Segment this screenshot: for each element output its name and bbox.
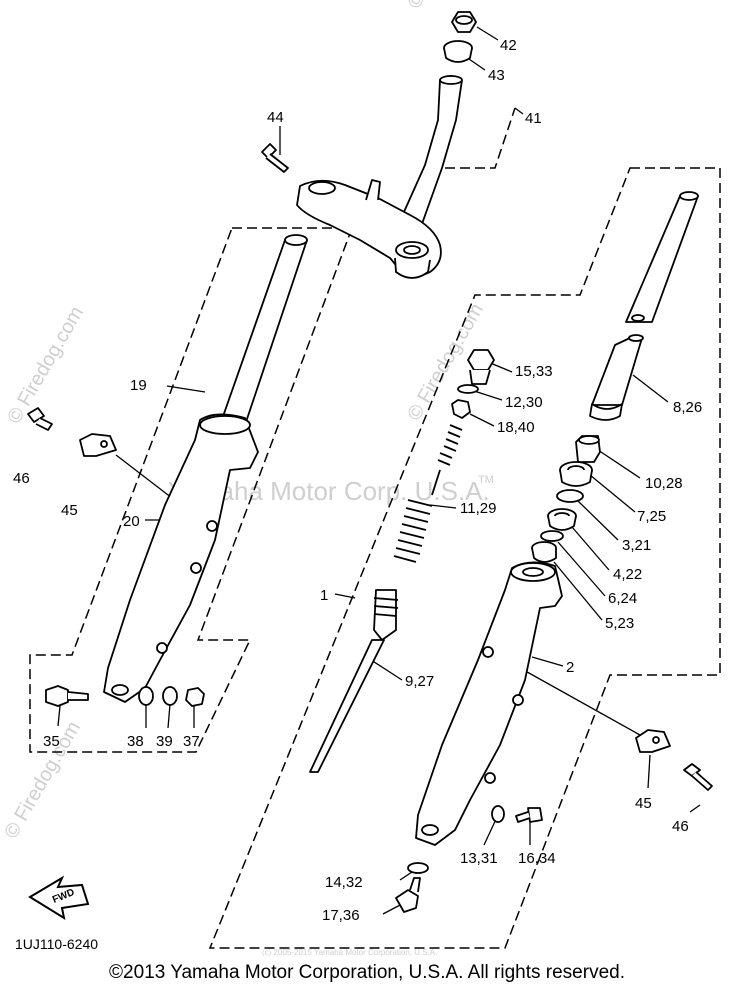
label-part-2: 2 (566, 659, 574, 676)
label-part-35: 35 (43, 733, 60, 750)
label-part-5-23: 5,23 (605, 615, 634, 632)
part-6-washer (540, 530, 564, 542)
part-42-nut (451, 11, 477, 33)
label-part-4-22: 4,22 (613, 566, 642, 583)
part-16-bolt (515, 807, 543, 823)
label-part-37: 37 (183, 733, 200, 750)
label-part-44: 44 (267, 109, 284, 126)
label-part-42: 42 (500, 37, 517, 54)
label-part-3-21: 3,21 (622, 537, 651, 554)
label-part-45-left: 45 (61, 502, 78, 519)
part-39-washer (162, 686, 178, 706)
label-part-1: 1 (320, 587, 328, 604)
part-44-bolt (261, 143, 289, 173)
label-part-8-26: 8,26 (673, 399, 702, 416)
part-38-washer (138, 686, 154, 706)
part-41-steering-stem (296, 75, 463, 279)
part-18-spacer (451, 399, 471, 419)
label-part-17-36: 17,36 (322, 907, 360, 924)
part-45-hose-guide-left (79, 433, 117, 457)
label-part-16-34: 16,34 (518, 850, 556, 867)
part-10-slide-bushing (575, 435, 601, 463)
part-17-drain-bolt (395, 877, 421, 913)
label-part-15-33: 15,33 (515, 363, 553, 380)
copyright-footer: ©2013 Yamaha Motor Corporation, U.S.A. A… (109, 962, 625, 983)
label-part-41: 41 (525, 110, 542, 127)
label-part-6-24: 6,24 (608, 590, 637, 607)
label-part-12-30: 12,30 (505, 394, 543, 411)
part-8-inner-tube-lower (589, 334, 644, 421)
label-part-45-right: 45 (635, 795, 652, 812)
label-part-10-28: 10,28 (645, 475, 683, 492)
diagram-code: 1UJ110-6240 (15, 936, 98, 952)
part-9-damper-rod (309, 589, 399, 773)
part-46-bolt-left (27, 407, 53, 431)
fwd-arrow-icon: FWD (28, 875, 90, 921)
left-fork-group-outline (29, 227, 354, 753)
part-20-outer-tube (103, 413, 259, 703)
steering-stem-group-line (430, 107, 516, 169)
label-part-20: 20 (123, 513, 140, 530)
label-part-7-25: 7,25 (637, 508, 666, 525)
part-3-retaining-clip (556, 489, 584, 503)
part-5-slide-metal (531, 541, 557, 563)
right-fork-group-outline (208, 167, 721, 949)
label-part-43: 43 (488, 67, 505, 84)
part-7-dust-seal (559, 461, 593, 487)
watermark-side-left: © Firedog.com (3, 303, 88, 428)
label-part-13-31: 13,31 (460, 850, 498, 867)
watermark-tm: TM (478, 474, 494, 486)
label-part-38: 38 (127, 733, 144, 750)
watermark-side-top: © Firedog.com (403, 0, 488, 13)
part-15-cap-bolt (467, 349, 495, 385)
part-43-bearing (443, 40, 473, 63)
part-35-axle-bolt (45, 685, 89, 707)
part-45-hose-guide-right (635, 729, 671, 753)
label-part-46-right: 46 (672, 818, 689, 835)
label-part-9-27: 9,27 (405, 673, 434, 690)
part-8-inner-tube (625, 191, 699, 323)
label-part-39: 39 (156, 733, 173, 750)
label-part-18-40: 18,40 (497, 419, 535, 436)
part-12-o-ring (457, 384, 479, 394)
part-37-cap (185, 687, 205, 707)
label-part-46-left: 46 (13, 470, 30, 487)
label-part-11-29: 11,29 (460, 500, 496, 517)
part-19-inner-tube (219, 234, 308, 426)
part-46-bolt-right (683, 763, 713, 791)
part-2-outer-tube (415, 561, 563, 846)
label-part-14-32: 14,32 (325, 874, 363, 891)
part-14-gasket (407, 862, 429, 874)
part-11-fork-spring (393, 424, 463, 563)
label-part-19: 19 (130, 377, 147, 394)
part-13-washer (491, 805, 505, 823)
small-copyright-watermark: (c) 2005-2015 Yamaha Motor Corporation, … (262, 948, 437, 957)
part-4-oil-seal (547, 508, 577, 531)
